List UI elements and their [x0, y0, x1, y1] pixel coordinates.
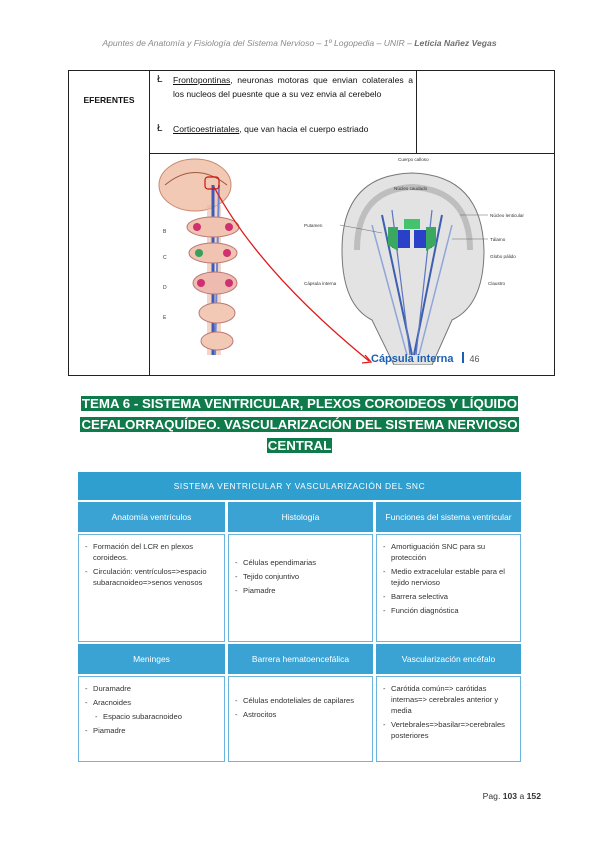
table-divider	[149, 153, 554, 154]
title-line: TEMA 6 - SISTEMA VENTRICULAR, PLEXOS COR…	[80, 396, 519, 411]
header-author: Leticia Nañez Vegas	[414, 38, 497, 48]
caption-bar	[461, 352, 464, 363]
figure-label: Cuerpo calloso	[398, 157, 429, 162]
title-line: CENTRAL	[266, 438, 333, 453]
figure-label: Claustro	[488, 281, 506, 286]
figure-label: Globo pálido	[490, 254, 516, 259]
list-item: Duramadre	[85, 683, 218, 694]
footer-prefix: Pag.	[482, 791, 501, 801]
summary-cell: Células ependimarias Tejido conjuntivo P…	[228, 534, 373, 642]
cell-heading: Funciones del sistema ventricular	[376, 502, 521, 532]
svg-text:D: D	[163, 285, 167, 291]
figure-label: Núcleo lenticular	[490, 213, 524, 218]
list-item: Circulación: ventrículos=>espacio subara…	[85, 566, 218, 588]
svg-text:B: B	[163, 229, 167, 235]
list-item: Formación del LCR en plexos coroideos.	[85, 541, 218, 563]
figure-label: Tálamo	[490, 237, 506, 242]
list-item: Medio extracelular estable para el tejid…	[383, 566, 514, 588]
cell-heading: Histología	[228, 502, 373, 532]
summary-chart: SISTEMA VENTRICULAR Y VASCULARIZACIÓN DE…	[78, 472, 521, 762]
cell-heading: Vascularización encéfalo	[376, 644, 521, 674]
list-item: Espacio subaracnoideo	[85, 711, 218, 722]
figure-label: Putamen	[304, 223, 323, 228]
summary-cell: Amortiguación SNC para su protección Med…	[376, 534, 521, 642]
notes-table: EFERENTES Ł Frontopontinas, neuronas mot…	[68, 70, 555, 376]
list-item: Aracnoides	[85, 697, 218, 708]
bullet-icon: Ł	[157, 74, 163, 85]
list-item: Vertebrales=>basilar=>cerebrales posteri…	[383, 719, 514, 741]
caption-text: Cápsula interna	[371, 353, 454, 365]
summary-banner: SISTEMA VENTRICULAR Y VASCULARIZACIÓN DE…	[78, 472, 521, 500]
connector-arrow	[213, 186, 373, 364]
summary-cell: Carótida común=> carótidas internas=> ce…	[376, 676, 521, 762]
list-item: Piamadre	[235, 585, 366, 596]
summary-cell: Duramadre Aracnoides Espacio subaracnoid…	[78, 676, 225, 762]
title-line: CEFALORRAQUÍDEO. VASCULARIZACIÓN DEL SIS…	[80, 417, 519, 432]
list-item: Función diagnóstica	[383, 605, 514, 616]
cell-heading: Barrera hematoencefálica	[228, 644, 373, 674]
list-item: Carótida común=> carótidas internas=> ce…	[383, 683, 514, 716]
page-footer: Pag. 103 a 152	[483, 791, 541, 801]
row-label: EFERENTES	[83, 95, 135, 105]
item-text: Frontopontinas, neuronas motoras que env…	[173, 73, 413, 101]
figure-caption: Cápsula interna 46	[371, 352, 480, 365]
svg-text:E: E	[163, 315, 167, 321]
item-rest: , que van hacia el cuerpo estriado	[239, 124, 369, 134]
footer-sep: a	[519, 791, 525, 801]
item-rest: , neuronas motoras que envian colaterale…	[173, 75, 413, 99]
list-item: Piamadre	[85, 725, 218, 736]
list-item: Células ependimarias	[235, 557, 366, 568]
table-divider	[416, 71, 417, 153]
list-item: Amortiguación SNC para su protección	[383, 541, 514, 563]
page-header: Apuntes de Anatomía y Fisiología del Sis…	[0, 38, 599, 48]
item-term: Frontopontinas	[173, 75, 231, 85]
summary-cell: Células endoteliales de capilares Astroc…	[228, 676, 373, 762]
cell-heading: Meninges	[78, 644, 225, 674]
figure-label: Núcleo caudado	[394, 186, 428, 191]
list-item: Tejido conjuntivo	[235, 571, 366, 582]
section-title: TEMA 6 - SISTEMA VENTRICULAR, PLEXOS COR…	[0, 393, 599, 456]
brain-section-figure: Cuerpo calloso Núcleo caudado Tálamo Cáp…	[304, 157, 524, 365]
list-item: Barrera selectiva	[383, 591, 514, 602]
cell-heading: Anatomía ventrículos	[78, 502, 225, 532]
item-text: Corticoestriatales, que van hacia el cue…	[173, 122, 413, 136]
figure-label: Cápsula interna	[304, 281, 337, 286]
summary-cell: Formación del LCR en plexos coroideos. C…	[78, 534, 225, 642]
footer-total: 152	[526, 791, 541, 801]
header-text: Apuntes de Anatomía y Fisiología del Sis…	[102, 38, 412, 48]
brainstem-figure: B C D E	[158, 158, 240, 356]
table-divider	[149, 71, 150, 375]
list-item: Astrocitos	[235, 709, 366, 720]
caption-number: 46	[469, 354, 480, 364]
bullet-icon: Ł	[157, 123, 163, 134]
list-item: Células endoteliales de capilares	[235, 695, 366, 706]
svg-text:C: C	[163, 255, 167, 261]
item-term: Corticoestriatales	[173, 124, 240, 134]
footer-page: 103	[502, 791, 518, 801]
